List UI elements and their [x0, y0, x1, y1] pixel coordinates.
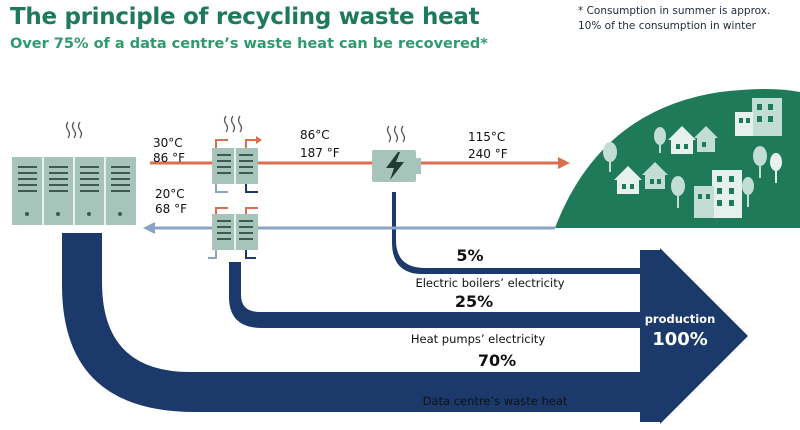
temp-outflow-3-c: 115°C — [468, 130, 505, 144]
temp-outflow-2-c: 86°C — [300, 128, 330, 142]
footnote: * Consumption in summer is approx. 10% o… — [578, 4, 798, 34]
cold-pipe-arrowhead — [143, 222, 155, 234]
heat-waves-icon — [386, 125, 406, 143]
building-icon — [735, 98, 782, 136]
temp-outflow-2-f: 187 °F — [300, 146, 340, 160]
electric-boiler-icon — [372, 125, 421, 182]
flow-heat-pumps-label: Heat pumps’ electricity — [411, 332, 545, 346]
flow-waste-heat-band — [62, 233, 660, 412]
cold-pipe — [143, 222, 555, 234]
tree-icon — [770, 153, 782, 183]
temp-outflow-3-f: 240 °F — [468, 147, 508, 161]
flow-heat-pumps-percent: 25% — [455, 292, 493, 311]
flow-heat-pumps — [229, 262, 660, 328]
tree-icon — [654, 127, 666, 153]
footnote-line-2: 10% of the consumption in winter — [578, 20, 756, 32]
heat-waves-icon — [65, 121, 83, 139]
page-title: The principle of recycling waste heat — [10, 4, 480, 30]
flow-waste-heat-label: Data centre’s waste heat — [423, 394, 568, 408]
flow-electric-boilers-label: Electric boilers’ electricity — [415, 276, 564, 290]
server-rack-icon — [12, 121, 136, 225]
city-illustration — [555, 89, 800, 228]
temp-outflow-1-c: 30°C — [153, 136, 183, 150]
tree-icon — [603, 142, 617, 172]
heat-pump-icon — [208, 207, 258, 259]
tree-icon — [671, 176, 685, 208]
temp-return-c: 20°C — [155, 187, 185, 201]
house-icon — [642, 162, 668, 189]
tree-icon — [753, 146, 767, 178]
flow-waste-heat-percent: 70% — [478, 351, 516, 370]
hot-pipe-arrowhead — [558, 157, 570, 169]
heat-pump-icon — [212, 115, 262, 193]
tree-icon — [742, 177, 754, 207]
house-icon — [668, 126, 696, 154]
production-percent: 100% — [652, 329, 708, 350]
temp-outflow-1-f: 86 °F — [153, 151, 185, 165]
flow-group — [60, 192, 748, 424]
heat-waves-icon — [223, 115, 243, 133]
production-arrow — [640, 248, 748, 424]
page-subtitle: Over 75% of a data centre’s waste heat c… — [10, 36, 488, 52]
building-icon — [694, 170, 742, 218]
flow-electric-boilers-percent: 5% — [456, 246, 483, 265]
production-label: production — [645, 312, 716, 326]
house-icon — [694, 126, 718, 152]
temp-return-f: 68 °F — [155, 202, 187, 216]
hot-pipe — [150, 157, 570, 169]
house-icon — [614, 166, 642, 194]
footnote-line-1: * Consumption in summer is approx. — [578, 5, 771, 17]
lightning-bolt-icon — [386, 152, 404, 180]
